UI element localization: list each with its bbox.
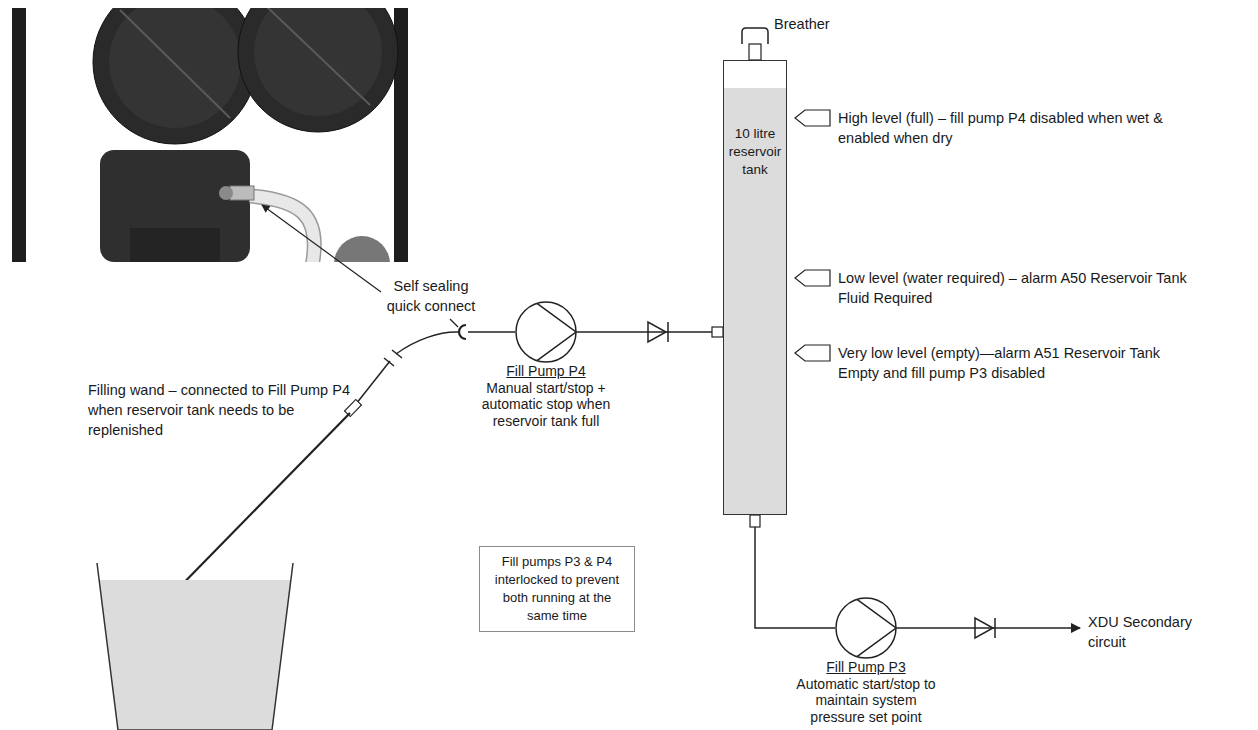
fitting-nut bbox=[219, 186, 233, 200]
pump-description: Automatic start/stop to maintain system … bbox=[791, 676, 941, 726]
motor-edge bbox=[120, 10, 230, 118]
discharge-line bbox=[897, 627, 1080, 629]
wand-coupling bbox=[345, 399, 362, 416]
bucket bbox=[97, 563, 293, 730]
pump-symbol: Fill Pump P4Manual start/stop + automati… bbox=[515, 301, 577, 363]
equipment-photo bbox=[12, 8, 408, 262]
pump-description: Manual start/stop + automatic stop when … bbox=[471, 380, 621, 430]
filling-wand bbox=[165, 413, 350, 602]
pump-impeller bbox=[537, 303, 576, 360]
filling-hose bbox=[356, 361, 390, 404]
hose-outline bbox=[250, 196, 314, 262]
pump-circle bbox=[836, 598, 896, 658]
destination-label: XDU Secondary circuit bbox=[1088, 612, 1200, 652]
callout-label: Filling wand – connected to Fill Pump P4… bbox=[88, 380, 368, 440]
pump-base bbox=[130, 228, 220, 262]
pump-outline bbox=[515, 301, 577, 363]
reservoir-tank: 10 litre reservoir tank bbox=[723, 60, 787, 515]
pump-symbol: Fill Pump P3Automatic start/stop to main… bbox=[835, 597, 897, 659]
quick-connect-fitting bbox=[230, 186, 254, 200]
note-text: Fill pumps P3 & P4 interlocked to preven… bbox=[486, 553, 628, 625]
leader-line bbox=[262, 205, 381, 292]
motor-housing bbox=[93, 8, 257, 144]
bucket-water bbox=[99, 580, 291, 730]
sensor-label: Low level (water required) – alarm A50 R… bbox=[838, 268, 1194, 308]
motor-face bbox=[109, 8, 241, 128]
tank-label: 10 litre reservoir tank bbox=[726, 125, 784, 179]
breather-cap bbox=[742, 28, 768, 44]
sensor-label: High level (full) – fill pump P4 disable… bbox=[838, 108, 1194, 148]
suction-line bbox=[468, 331, 515, 333]
level-sensor bbox=[795, 270, 830, 286]
break-mark bbox=[384, 350, 402, 366]
motor-housing bbox=[238, 8, 398, 132]
callout-label: Self sealing quick connect bbox=[382, 276, 480, 316]
note-box: Fill pumps P3 & P4 interlocked to preven… bbox=[479, 546, 635, 632]
level-sensor bbox=[795, 345, 830, 361]
pump-impeller bbox=[857, 599, 896, 656]
frame-rail bbox=[12, 8, 26, 262]
sensor-label: Very low level (empty)—alarm A51 Reservo… bbox=[838, 343, 1194, 383]
tank-outlet bbox=[750, 515, 760, 527]
pump-motor bbox=[334, 236, 390, 262]
quick-connect-symbol bbox=[459, 325, 466, 339]
pump-outline bbox=[835, 597, 897, 659]
part-label: Breather bbox=[774, 14, 864, 34]
pipe-connector bbox=[755, 515, 835, 628]
check-valve bbox=[648, 322, 666, 342]
motor-edge bbox=[265, 8, 370, 105]
motor-face bbox=[254, 8, 382, 116]
pump-name: Fill Pump P4 bbox=[471, 363, 621, 380]
level-sensor bbox=[795, 110, 830, 126]
filling-hose bbox=[396, 332, 459, 354]
pump-body bbox=[100, 150, 250, 262]
pump-circle bbox=[516, 302, 576, 362]
pump-caption: Fill Pump P3Automatic start/stop to main… bbox=[791, 659, 941, 725]
check-valve bbox=[994, 618, 996, 638]
pump-caption: Fill Pump P4Manual start/stop + automati… bbox=[471, 363, 621, 429]
hose bbox=[250, 196, 314, 262]
pump-name: Fill Pump P3 bbox=[791, 659, 941, 676]
tank-inlet bbox=[712, 327, 723, 337]
check-valve bbox=[667, 322, 669, 342]
leader-line bbox=[450, 319, 458, 327]
check-valve bbox=[975, 618, 993, 638]
breather-stem bbox=[749, 44, 761, 60]
pipe-connector bbox=[577, 331, 723, 333]
